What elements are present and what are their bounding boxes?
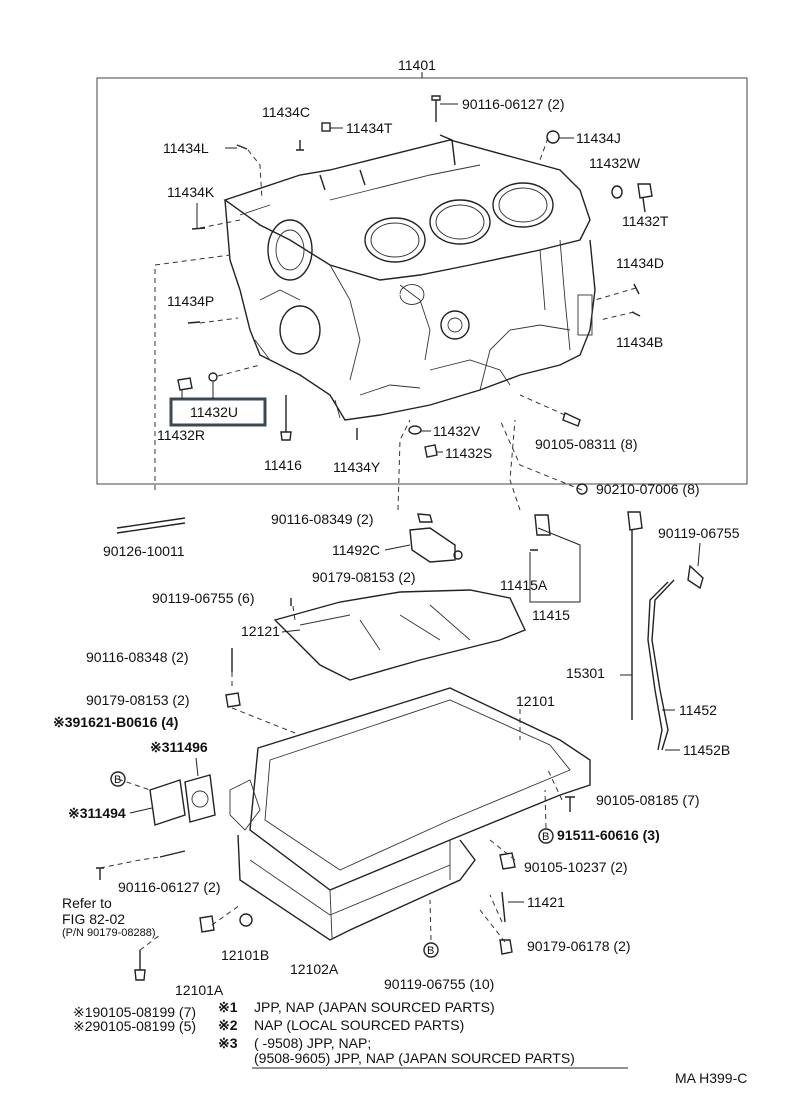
legend-1-text: JPP, NAP (JAPAN SOURCED PARTS) [254,999,495,1015]
badge-b-2: B [542,831,549,843]
label-90126-10011[interactable]: 90126-10011 [103,543,185,559]
footer-code: MA H399-C [675,1070,747,1086]
label-15301[interactable]: 15301 [566,665,605,681]
label-pn: (P/N 90179-08288) [62,927,156,939]
block-leader-lines [154,137,637,511]
label-90179-08153-a[interactable]: 90179-08153 (2) [312,569,416,585]
label-11434P[interactable]: 11434P [167,293,214,309]
label-11434L[interactable]: 11434L [163,140,209,156]
label-91511-60616[interactable]: 91511-60616 (3) [557,827,660,843]
label-11434D[interactable]: 11434D [616,255,664,271]
label-12101A[interactable]: 12101A [175,982,224,998]
label-11434C[interactable]: 11434C [262,104,310,120]
b-badges: B B B [114,774,549,957]
label-11416[interactable]: 11416 [264,457,302,473]
label-90210-07006[interactable]: 90210-07006 (8) [596,481,700,497]
label-90116-06127-top[interactable]: 90116-06127 (2) [462,96,564,112]
badge-b-3: B [427,945,434,957]
label-12101B[interactable]: 12101B [221,947,269,963]
block-small-parts [177,95,653,495]
label-90116-06127-bot[interactable]: 90116-06127 (2) [118,879,220,895]
highlight-box [169,397,267,427]
label-11492C[interactable]: 11492C [332,542,380,558]
legend-3-mark: ※3 [218,1035,238,1051]
label-11432T[interactable]: 11432T [622,213,669,229]
legend-3-text2: (9508-9605) JPP, NAP (JAPAN SOURCED PART… [254,1050,575,1066]
label-90179-06178[interactable]: 90179-06178 (2) [527,938,631,954]
label-11434Y[interactable]: 11434Y [333,459,381,475]
label-note2-part[interactable]: ※290105-08199 (5) [73,1018,196,1034]
label-11432V[interactable]: 11432V [433,423,481,439]
legend-2-mark: ※2 [218,1017,238,1033]
label-11401[interactable]: 11401 [398,57,436,73]
label-refer-to: Refer to [62,895,112,911]
label-11434K[interactable]: 11434K [167,184,215,200]
label-11415[interactable]: 11415 [532,607,570,623]
label-11496[interactable]: ※311496 [150,739,208,755]
badge-b-1: B [114,774,121,786]
label-90119-06755-6[interactable]: 90119-06755 (6) [152,590,254,606]
label-90105-08185[interactable]: 90105-08185 (7) [596,792,700,808]
label-11432S[interactable]: 11432S [445,445,492,461]
label-12101[interactable]: 12101 [516,693,555,709]
label-90116-08348[interactable]: 90116-08348 (2) [86,649,188,665]
label-11434B[interactable]: 11434B [616,334,663,350]
block-assembly-frame [96,77,748,485]
label-90179-08153-b[interactable]: 90179-08153 (2) [86,692,190,708]
label-11452B[interactable]: 11452B [683,742,730,758]
legend: ※1 JPP, NAP (JAPAN SOURCED PARTS) ※2 NAP… [218,999,628,1069]
label-12102A[interactable]: 12102A [290,961,339,977]
label-90116-08349[interactable]: 90116-08349 (2) [271,511,373,527]
label-fig[interactable]: FIG 82-02 [62,911,125,927]
label-90119-06755-10[interactable]: 90119-06755 (10) [384,976,494,992]
label-note1-part[interactable]: ※190105-08199 (7) [73,1004,196,1020]
label-11452[interactable]: 11452 [679,702,717,718]
legend-2-text: NAP (LOCAL SOURCED PARTS) [254,1017,464,1033]
legend-3-text: ( -9508) JPP, NAP; [254,1035,371,1051]
label-11432U[interactable]: 11432U [190,404,238,420]
label-90105-08311[interactable]: 90105-08311 (8) [535,436,637,452]
cylinder-block-drawing [223,134,596,421]
legend-1-mark: ※1 [218,999,238,1015]
label-91621-B0616[interactable]: ※391621-B0616 (4) [53,714,178,730]
label-90105-10237[interactable]: 90105-10237 (2) [524,859,628,875]
label-11434T[interactable]: 11434T [346,120,393,136]
label-11415A[interactable]: 11415A [500,577,548,593]
lower-leader-lines [99,605,680,951]
label-12121[interactable]: 12121 [241,623,280,639]
lower-assembly-drawing [96,511,704,981]
part-labels: 11434C 90116-06127 (2) 11434T 11434L 114… [53,96,740,1034]
label-11432R[interactable]: 11432R [157,427,205,443]
label-90119-06755-top[interactable]: 90119-06755 [658,525,740,541]
label-11421[interactable]: 11421 [527,894,565,910]
label-11432W[interactable]: 11432W [589,155,641,171]
label-11434J[interactable]: 11434J [576,130,621,146]
label-11494[interactable]: ※311494 [68,805,126,821]
